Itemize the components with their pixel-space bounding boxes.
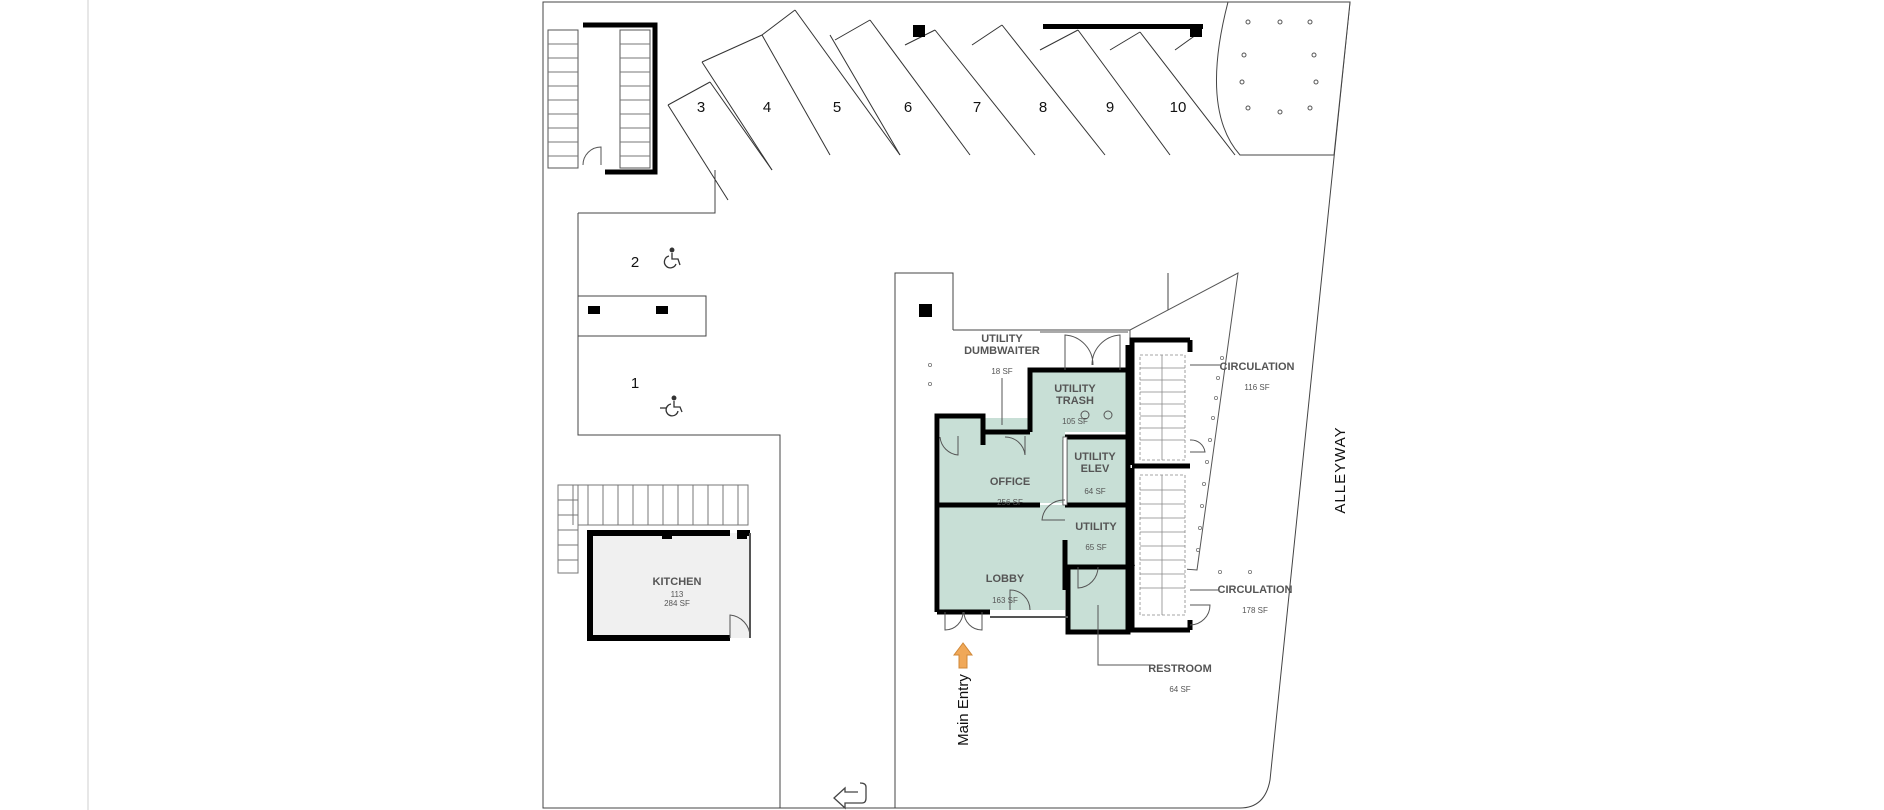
circulation-dots	[928, 355, 1253, 575]
stair-enclosure	[547, 22, 658, 175]
room-name: DUMBWAITER	[964, 345, 1040, 357]
curb-wall	[1043, 24, 1203, 29]
trash-double-door	[1064, 334, 1121, 370]
stall-number: 6	[904, 99, 912, 116]
room-name: CIRCULATION	[1220, 361, 1295, 373]
room-name: UTILITY	[1075, 521, 1117, 533]
street-label: ALLEYWAY	[1332, 426, 1349, 513]
parking-lot-lines	[577, 170, 1169, 808]
stall-number: 1	[631, 375, 639, 392]
stall-number: 4	[763, 99, 771, 116]
column	[913, 25, 925, 37]
room-area: 116 SF	[1244, 383, 1269, 392]
kitchen-room	[590, 533, 750, 638]
room-area: 64 SF	[1084, 487, 1105, 496]
room-name: UTILITY	[1074, 451, 1116, 463]
room-area: 284 SF	[664, 599, 690, 608]
planter-area	[1216, 1, 1351, 156]
turn-arrow-icon	[833, 782, 867, 810]
office-door	[939, 436, 959, 456]
stair-north	[1135, 340, 1187, 465]
entry-arrow-icon	[953, 642, 973, 669]
room-area: 64 SF	[1169, 685, 1190, 694]
wheel-stop	[656, 306, 668, 314]
stall-number: 9	[1106, 99, 1114, 116]
stall-number: 7	[973, 99, 981, 116]
kitchen-steps	[557, 484, 749, 574]
room-name: TRASH	[1056, 395, 1094, 407]
room-name: UTILITY	[981, 333, 1023, 345]
stair-door	[1189, 439, 1206, 453]
planter-dots	[1239, 19, 1319, 115]
stall-number: 8	[1039, 99, 1047, 116]
column	[1190, 25, 1202, 37]
room-area: 105 SF	[1062, 417, 1088, 426]
kitchen-door	[729, 614, 751, 638]
building-rooms	[940, 370, 1128, 632]
room-name: KITCHEN	[653, 576, 702, 588]
room-name: RESTROOM	[1148, 663, 1212, 675]
room-area: 256 SF	[997, 498, 1023, 507]
room-name: ELEV	[1081, 463, 1110, 475]
glazing	[1062, 436, 1068, 506]
stair-south	[1135, 468, 1187, 626]
room-number: 113	[671, 590, 684, 599]
stall-number: 5	[833, 99, 841, 116]
utility-door	[1041, 499, 1066, 521]
accessible-parking-icon	[663, 247, 681, 269]
room-name: LOBBY	[986, 573, 1025, 585]
site-boundary	[542, 1, 1351, 809]
room-name: OFFICE	[990, 476, 1030, 488]
stair-treads	[1139, 354, 1186, 616]
column	[919, 304, 932, 317]
stair-walls	[1129, 337, 1193, 633]
column	[737, 530, 747, 539]
leader-line	[1097, 605, 1152, 666]
accessible-parking-icon	[660, 395, 683, 417]
room-name: CIRCULATION	[1218, 584, 1293, 596]
angled-parking-stalls	[667, 9, 1236, 201]
main-entry-label: Main Entry	[955, 674, 972, 746]
stall-number: 2	[631, 254, 639, 271]
office-door	[1004, 436, 1026, 456]
restroom-door	[1077, 566, 1099, 589]
room-area: 178 SF	[1242, 606, 1268, 615]
room-area: 163 SF	[992, 596, 1018, 605]
wheel-stop	[588, 306, 600, 314]
room-area: 65 SF	[1085, 543, 1106, 552]
stair-door	[1189, 604, 1211, 626]
stall-number: 3	[697, 99, 705, 116]
column	[662, 530, 672, 539]
trash-bins	[1080, 410, 1113, 420]
main-entry-double-door	[944, 611, 983, 631]
stall-number: 10	[1170, 99, 1187, 116]
room-name: UTILITY	[1054, 383, 1096, 395]
lobby-door	[1009, 589, 1031, 611]
room-area: 18 SF	[991, 367, 1012, 376]
